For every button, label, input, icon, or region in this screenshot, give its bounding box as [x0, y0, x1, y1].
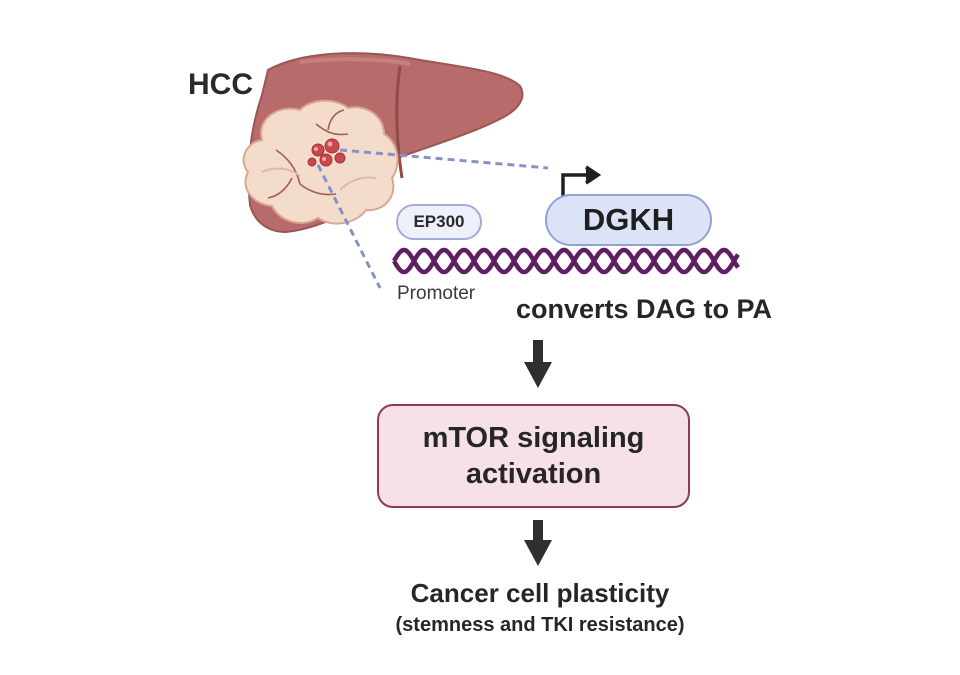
mtor-activation-box: mTOR signaling activation: [377, 404, 690, 508]
hcc-label: HCC: [188, 68, 253, 101]
tumor-icon: [242, 99, 399, 225]
enzyme-function-label: converts DAG to PA: [516, 294, 773, 324]
ep300-label: EP300: [396, 204, 482, 240]
zoom-lines: [316, 148, 549, 289]
outcome-subtitle: (stemness and TKI resistance): [395, 614, 685, 636]
down-arrow-icon: [524, 520, 552, 566]
outcome-title: Cancer cell plasticity: [410, 578, 670, 608]
promoter-label: Promoter: [397, 283, 476, 304]
dgkh-gene-box: DGKH: [545, 194, 712, 246]
dna-helix-icon: [392, 247, 740, 275]
transcription-start-arrow-icon: [561, 165, 602, 196]
mtor-box-line-2: activation: [465, 458, 602, 490]
down-arrow-icon: [524, 340, 552, 388]
mtor-box-line-1: mTOR signaling: [422, 422, 645, 454]
